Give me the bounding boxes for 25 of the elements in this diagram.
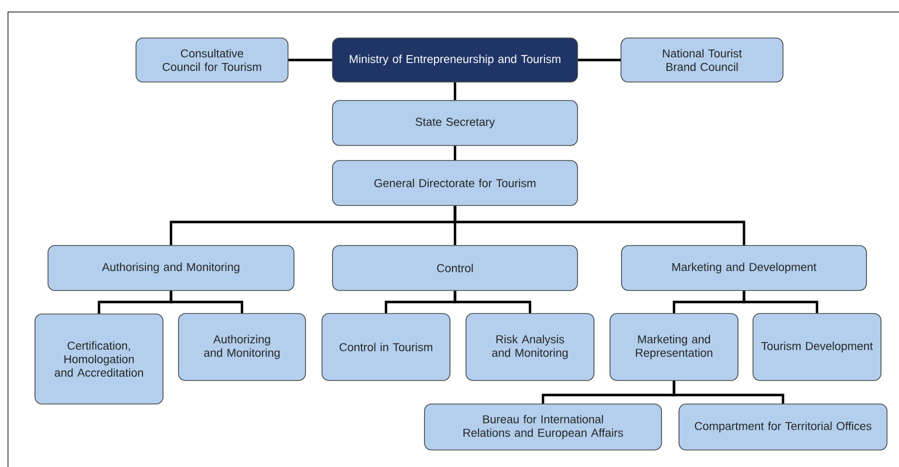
connector-line	[170, 290, 244, 314]
connector-line	[454, 290, 532, 314]
unit-box: Certification, Homologation and Accreditation	[34, 314, 164, 404]
council-box: Consultative Council for Tourism	[136, 38, 288, 82]
unit-box: Bureau for International Relations and European Affairs	[424, 404, 662, 450]
ministry-box: Ministry of Entrepreneurship and Tourism	[332, 38, 578, 82]
unit-box: Compartment for Territorial Offices	[678, 404, 888, 450]
connector-line	[288, 58, 332, 62]
connector-line	[454, 206, 746, 246]
connector-line	[454, 82, 456, 100]
unit-box: Marketing and Development	[621, 245, 867, 291]
connector-line	[578, 58, 621, 62]
unit-box: Control	[332, 245, 578, 291]
unit-box: Authorising and Monitoring	[48, 245, 294, 291]
unit-box: Risk Analysis and Monitoring	[466, 313, 594, 381]
unit-box: State Secretary	[332, 100, 578, 146]
council-box: National Tourist Brand Council	[620, 38, 784, 82]
connector-line	[742, 290, 818, 314]
connector-line	[454, 146, 456, 160]
unit-box: Authorizing and Monitoring	[178, 313, 306, 381]
unit-box: General Directorate for Tourism	[332, 160, 578, 206]
connector-line	[672, 380, 784, 404]
unit-box: Marketing and Representation	[610, 313, 738, 381]
unit-box: Control in Tourism	[322, 313, 450, 381]
unit-box: Tourism Development	[752, 313, 882, 381]
